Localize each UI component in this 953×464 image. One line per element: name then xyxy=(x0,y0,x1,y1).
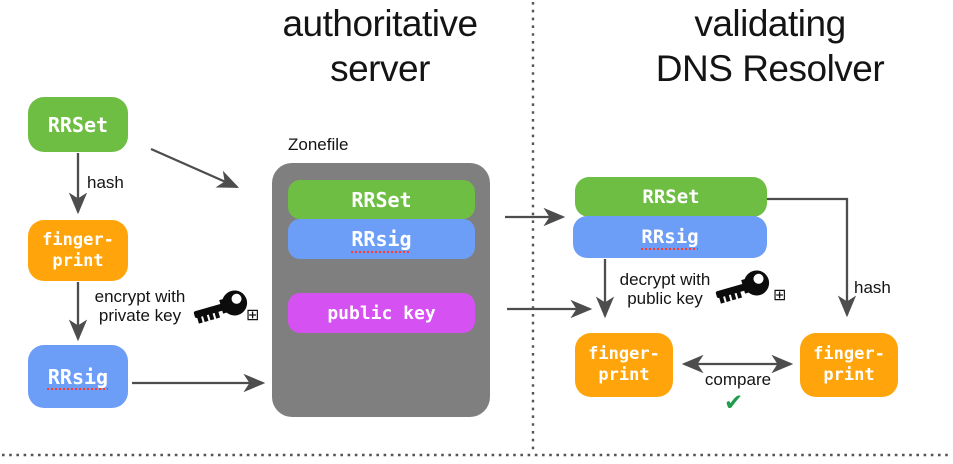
rrset-box-right-label: RRSet xyxy=(642,186,700,208)
left-section-title: authoritative server xyxy=(230,1,530,91)
right-title-line2: DNS Resolver xyxy=(655,48,885,89)
hash-label-right: hash xyxy=(854,278,891,297)
private-key-icon xyxy=(193,290,248,324)
fingerprint-box-decrypted: finger- print xyxy=(575,333,673,397)
fingerprint-box-left: finger- print xyxy=(28,220,128,281)
zonefile-label: Zonefile xyxy=(288,135,349,154)
fingerprint-decrypted-line1: finger- xyxy=(588,344,660,364)
right-section-title: validating DNS Resolver xyxy=(620,1,920,91)
public-key-icon xyxy=(715,270,770,304)
fingerprint-hashed-line1: finger- xyxy=(813,344,885,364)
compare-label: compare xyxy=(704,370,772,389)
rrset-box-right: RRSet xyxy=(575,177,767,217)
fingerprint-decrypted-line2: print xyxy=(598,365,650,385)
left-title-line2: server xyxy=(330,48,430,89)
fingerprint-hashed-line2: print xyxy=(823,365,875,385)
left-title-line1: authoritative xyxy=(282,3,478,44)
rrset-box-left-label: RRSet xyxy=(47,112,109,137)
zonefile-public-key-box: public key xyxy=(288,293,475,333)
encrypt-label-line1: encrypt with xyxy=(94,287,186,306)
zonefile-rrset-label: RRSet xyxy=(351,187,412,212)
zonefile-rrsig-label: RRsig xyxy=(351,227,412,251)
decrypt-label: decrypt with public key xyxy=(610,270,720,308)
fingerprint-left-line1: finger- xyxy=(42,229,114,250)
encrypt-label: encrypt with private key xyxy=(86,287,194,325)
rrsig-box-right: RRsig xyxy=(573,216,767,258)
decrypt-label-line2: public key xyxy=(627,289,703,308)
rrset-box-left: RRSet xyxy=(28,97,128,152)
zonefile-rrsig-box: RRsig xyxy=(288,219,475,259)
rrsig-box-left: RRsig xyxy=(28,345,128,408)
hash-label-left: hash xyxy=(87,173,124,192)
rrsig-box-left-label: RRsig xyxy=(47,364,109,389)
check-icon: ✔ xyxy=(724,390,744,416)
encrypt-label-line2: private key xyxy=(98,306,182,325)
zonefile-public-key-label: public key xyxy=(327,302,436,324)
decrypt-label-line1: decrypt with xyxy=(619,270,711,289)
fingerprint-left-line2: print xyxy=(52,250,104,271)
zonefile-rrset-box: RRSet xyxy=(288,180,475,219)
private-key-plus-icon: ⊞ xyxy=(246,305,260,324)
fingerprint-box-hashed: finger- print xyxy=(800,333,898,397)
rrsig-box-right-label: RRsig xyxy=(641,226,699,248)
right-title-line1: validating xyxy=(694,3,846,44)
public-key-plus-icon: ⊞ xyxy=(773,285,787,304)
